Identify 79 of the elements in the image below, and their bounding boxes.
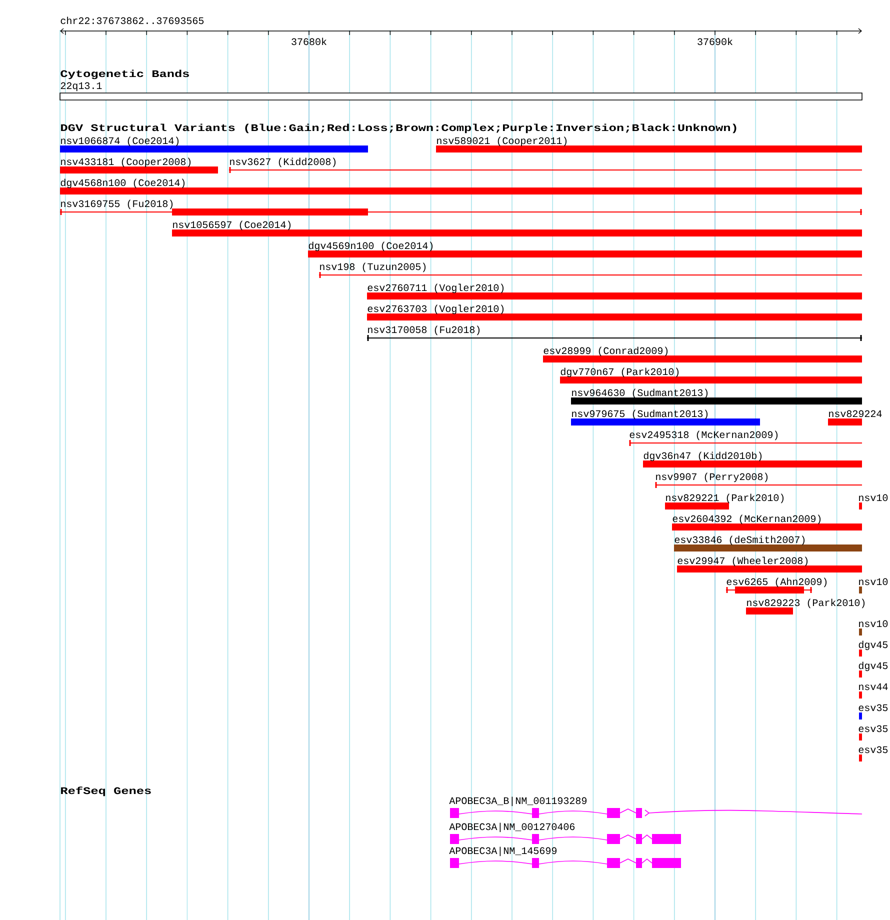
variant-feature: esv2495318 (McKernan2009) — [629, 430, 862, 446]
node-label: dgv770n67 (Park2010) — [560, 368, 679, 378]
variant-feature: nsv433181 (Cooper2008) — [60, 158, 218, 174]
variant-feature: esv35 — [858, 704, 888, 720]
node-label: nsv10 — [859, 494, 888, 502]
tick-label: 37690k — [698, 38, 732, 46]
variant-feature: dgv4569n100 (Coe2014) — [308, 242, 862, 258]
track-title: DGV Structural Variants (Blue:Gain;Red:Loss;Brown:Complex;Purple:Inversion;Black:Unknown) — [61, 124, 736, 134]
node-label: APOBEC3A_B|NM_001193289 — [449, 796, 587, 806]
node-label: APOBEC3A|NM_145699 — [449, 846, 557, 856]
node-label: nsv10 — [859, 620, 888, 628]
variant-feature: nsv964630 (Sudmant2013) — [571, 388, 862, 404]
node-label: nsv10 — [859, 578, 888, 586]
cytoband: 22q13.1 — [60, 82, 862, 100]
variant-feature: esv29947 (Wheeler2008) — [677, 556, 862, 572]
node-label: nsv589021 (Cooper2011) — [437, 136, 567, 146]
node-label: esv33846 (deSmith2007) — [674, 536, 805, 546]
variant-feature: dgv36n47 (Kidd2010b) — [643, 452, 862, 468]
variant-feature: nsv829221 (Park2010) — [665, 494, 784, 510]
track-title: Cytogenetic Bands — [60, 70, 189, 80]
node-label: esv2763703 (Vogler2010) — [368, 304, 504, 314]
node-label: dgv36n47 (Kidd2010b) — [644, 452, 762, 462]
node-label: dgv45 — [858, 640, 888, 650]
variant-feature: dgv45 — [858, 662, 888, 678]
node-label: esv2604392 (McKernan2009) — [672, 514, 821, 524]
variant-feature: nsv44 — [859, 683, 888, 698]
variant-feature: nsv829224 — [828, 410, 882, 426]
variant-feature: nsv1066874 (Coe2014) — [60, 136, 368, 152]
gene-model: APOBEC3A|NM_001270406 — [449, 822, 681, 844]
variant-feature: nsv979675 (Sudmant2013) — [571, 410, 760, 426]
variant-feature: nsv198 (Tuzun2005) — [318, 262, 862, 278]
variant-feature: nsv10 — [859, 578, 888, 594]
variant-feature: nsv10 — [859, 494, 888, 510]
variant-feature: esv2760711 (Vogler2010) — [367, 284, 862, 300]
variant-feature: nsv9907 (Perry2008) — [655, 472, 862, 488]
node-label: dgv45 — [858, 662, 888, 672]
node-label: esv29947 (Wheeler2008) — [678, 556, 808, 566]
node-label: esv35 — [858, 704, 888, 712]
node-label: nsv1066874 (Coe2014) — [61, 136, 179, 146]
node-label: esv2760711 (Vogler2010) — [368, 284, 504, 294]
variant-feature: nsv3169755 (Fu2018) — [60, 200, 862, 216]
variant-feature: esv6265 (Ahn2009) — [726, 578, 827, 594]
node-label: APOBEC3A|NM_001270406 — [449, 822, 575, 832]
node-label: nsv829223 (Park2010) — [747, 598, 865, 608]
variant-feature: esv35 — [858, 725, 888, 740]
variant-feature: esv2763703 (Vogler2010) — [367, 304, 862, 320]
variant-feature: nsv3627 (Kidd2008) — [228, 158, 862, 173]
variant-feature: esv28999 (Conrad2009) — [543, 346, 862, 362]
variant-feature: nsv3170058 (Fu2018) — [366, 326, 862, 341]
node-label: esv35 — [858, 725, 888, 732]
node-label: nsv979675 (Sudmant2013) — [572, 410, 708, 420]
node-label: 22q13.1 — [60, 82, 102, 92]
variant-feature: nsv10 — [859, 620, 888, 636]
node-label: nsv44 — [859, 683, 888, 690]
gene-model: APOBEC3A_B|NM_001193289 — [449, 796, 862, 818]
location-label: chr22:37673862..37693565 — [60, 16, 204, 24]
node-label: nsv964630 (Sudmant2013) — [572, 388, 708, 398]
variant-feature: esv2604392 (McKernan2009) — [672, 514, 862, 530]
node-label: nsv1056597 (Coe2014) — [173, 220, 291, 230]
gene-model: APOBEC3A|NM_145699 — [449, 846, 681, 868]
variant-feature: dgv45 — [858, 640, 888, 656]
variant-feature: nsv589021 (Cooper2011) — [436, 136, 862, 152]
tick-label: 37680k — [292, 38, 326, 46]
variant-feature: dgv770n67 (Park2010) — [560, 368, 862, 384]
variant-feature: nsv829223 (Park2010) — [746, 598, 865, 614]
node-label: nsv829224 — [829, 410, 882, 418]
node-label: esv6265 (Ahn2009) — [726, 578, 827, 588]
variant-feature: esv35 — [858, 746, 888, 762]
node-label: esv28999 (Conrad2009) — [544, 346, 668, 356]
node-label: nsv829221 (Park2010) — [666, 494, 784, 504]
variant-feature: esv33846 (deSmith2007) — [674, 536, 862, 552]
variant-feature: nsv1056597 (Coe2014) — [172, 220, 862, 236]
variant-feature: dgv4568n100 (Coe2014) — [60, 178, 862, 194]
track-title: RefSeq Genes — [61, 786, 151, 796]
node-label: nsv3169755 (Fu2018) — [61, 200, 173, 210]
node-label: dgv4569n100 (Coe2014) — [308, 242, 433, 252]
node-label: nsv433181 (Cooper2008) — [61, 158, 191, 168]
node-label: esv35 — [858, 746, 888, 754]
node-label: dgv4568n100 (Coe2014) — [60, 178, 185, 188]
